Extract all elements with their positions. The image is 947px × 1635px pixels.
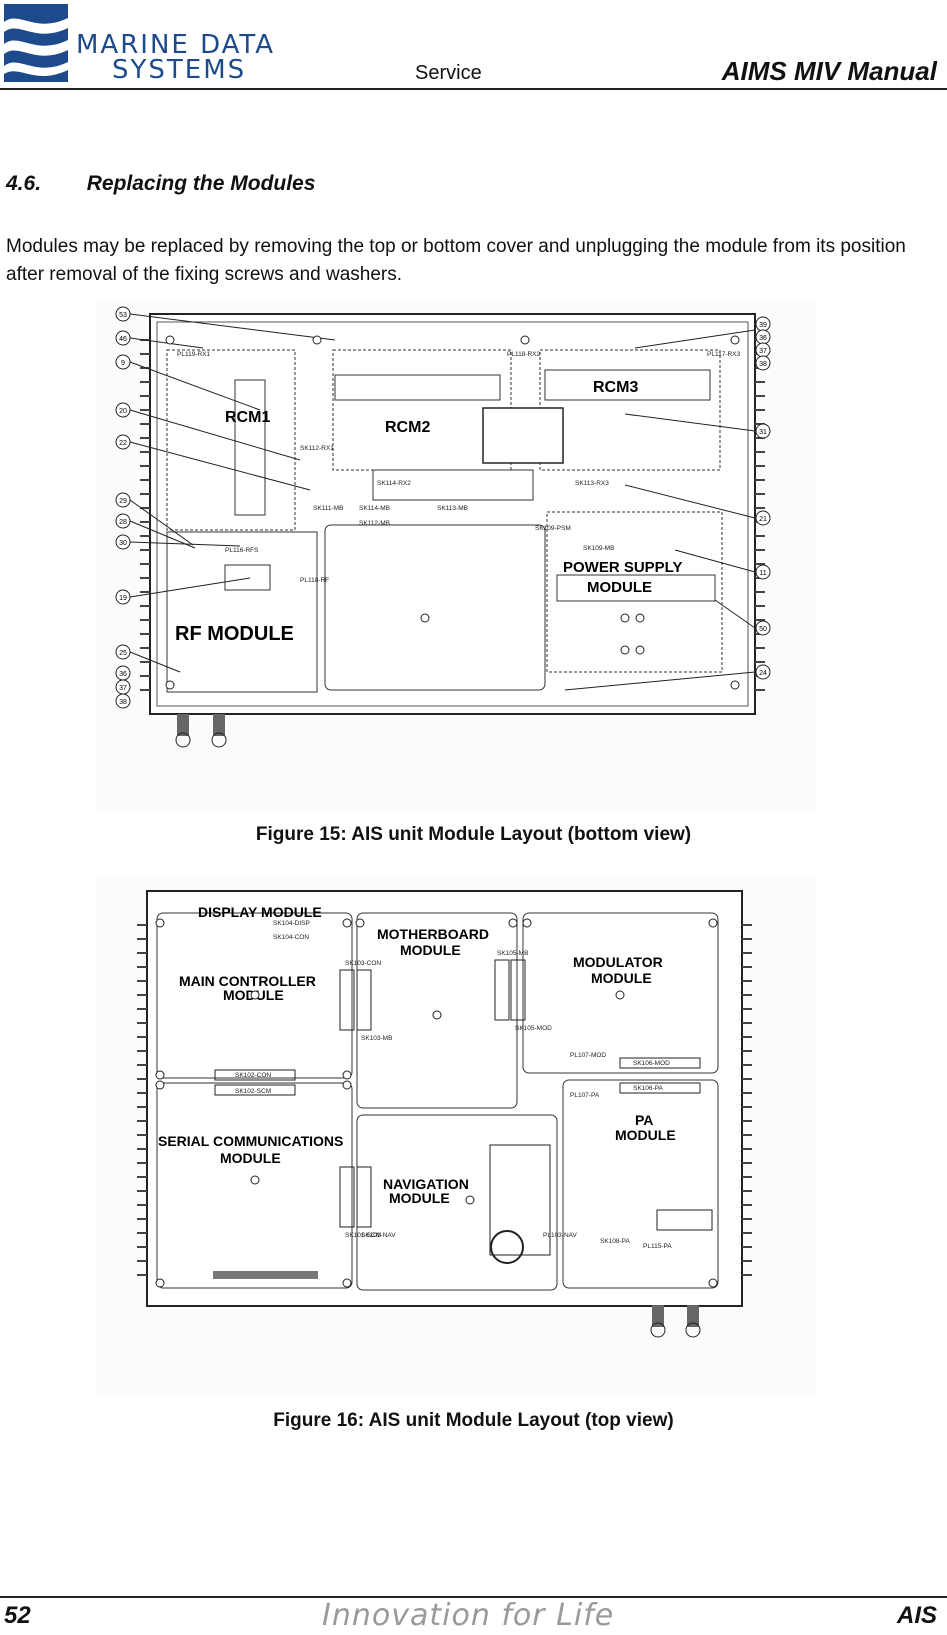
connector-label: PL107-PA (570, 1092, 600, 1099)
callout-label: 46 (119, 336, 127, 343)
callout-label: 37 (119, 685, 127, 692)
modulator-label-1: MODULATOR (573, 954, 663, 970)
callout-label: 53 (119, 312, 127, 319)
callout-label: 30 (119, 540, 127, 547)
page-number: 52 (4, 1602, 31, 1629)
footer-divider (0, 1596, 947, 1598)
pa-label-2: MODULE (615, 1127, 676, 1143)
connector-label: SK103-MB (361, 1035, 392, 1042)
rcm3-label: RCM3 (593, 379, 638, 396)
motherboard-label-2: MODULE (400, 942, 461, 958)
serial-label-1: SERIAL COMMUNICATIONS (158, 1133, 343, 1149)
callouts-right: 39 36 37 38 31 21 11 50 24 (755, 316, 771, 680)
main-controller-label-1: MAIN CONTROLLER (179, 973, 316, 989)
connector-label: SK104-CON (273, 934, 309, 941)
header-divider (0, 88, 947, 90)
footer-product: AIS (896, 1602, 937, 1629)
connector-label: SK112-MB (359, 520, 390, 527)
figure-16-diagram: SK104-DISP SK104-CON SK102-CON SK102-SCM… (95, 875, 815, 1395)
connector-label: PL107-MOD (570, 1052, 606, 1059)
figure-15-diagram: 53 46 9 20 22 29 28 30 19 25 36 37 38 39… (95, 300, 815, 810)
rf-module-label: RF MODULE (175, 623, 294, 645)
callout-label: 38 (759, 361, 767, 368)
section-body: Modules may be replaced by removing the … (6, 236, 906, 285)
connector-label: SK111-MB (313, 505, 343, 512)
callout-label: 21 (759, 516, 767, 523)
modulator-label-2: MODULE (591, 970, 652, 986)
header-manual-title: AIMS MIV Manual (721, 56, 937, 86)
logo-line-1: MARINE DATA (76, 30, 276, 60)
callout-label: 24 (759, 670, 767, 677)
section-heading: 4.6. Replacing the Modules (6, 172, 315, 196)
pa-label-1: PA (635, 1112, 653, 1128)
header-section: Service (415, 62, 482, 84)
navigation-label-2: MODULE (389, 1190, 450, 1206)
connector-label: SK114-MB (359, 505, 390, 512)
callout-label: 37 (759, 348, 767, 355)
connector-labels-top: SK104-DISP SK104-CON SK102-CON SK102-SCM… (235, 920, 672, 1250)
callout-label: 36 (759, 335, 767, 342)
callout-label: 9 (121, 360, 125, 367)
section-title: Replacing the Modules (86, 172, 316, 195)
connector-label: SK101-NAV (361, 1232, 396, 1239)
rcm2-label: RCM2 (385, 419, 430, 436)
footer-tagline: Innovation for Life (322, 1598, 615, 1633)
connector-label: SK112-RX1 (300, 445, 334, 452)
callout-label: 39 (759, 322, 767, 329)
connector-label: PL103-NAV (543, 1232, 578, 1239)
connector-label: SK113-MB (437, 505, 468, 512)
callout-label: 11 (759, 570, 766, 577)
connector-label: SK102-CON (235, 1072, 271, 1079)
callout-label: 19 (119, 595, 127, 602)
company-logo: MARINE DATA SYSTEMS (4, 4, 284, 86)
connector-label: SK109-PSM (535, 525, 571, 532)
connector-labels: SK114-RX2 SK113-RX3 SK114-MB SK113-MB SK… (177, 351, 741, 584)
connector-label: PL115-PA (643, 1243, 672, 1250)
wave-logo-icon (4, 4, 68, 82)
callout-label: 28 (119, 519, 127, 526)
callout-label: 25 (119, 650, 127, 657)
callout-label: 22 (119, 440, 127, 447)
callout-label: 29 (119, 498, 127, 505)
display-module-label: DISPLAY MODULE (198, 904, 322, 920)
connector-label: SK104-DISP (273, 920, 310, 927)
logo-line-2: SYSTEMS (112, 55, 247, 85)
serial-label-2: MODULE (220, 1150, 281, 1166)
callout-label: 50 (759, 626, 767, 633)
connector-label: PL119-RX1 (177, 351, 211, 358)
figure-16-caption: Figure 16: AIS unit Module Layout (top v… (273, 1410, 674, 1431)
callout-label: 20 (119, 408, 127, 415)
connector-label: SK109-MB (583, 545, 614, 552)
callout-label: 36 (119, 671, 127, 678)
connector-label: SK101-SCM (345, 1232, 381, 1239)
connector-label: PL116-RFS (225, 547, 259, 554)
connector-label: SK105-MB (497, 950, 528, 957)
connector-label: SK114-RX2 (377, 480, 411, 487)
connector-label: SK105-MOD (515, 1025, 552, 1032)
callout-label: 38 (119, 699, 127, 706)
callout-label: 31 (759, 429, 767, 436)
figure-15-caption: Figure 15: AIS unit Module Layout (botto… (255, 824, 692, 845)
connector-label: SK108-PA (600, 1238, 631, 1245)
connector-label: SK102-SCM (235, 1088, 271, 1095)
psu-label-2: MODULE (587, 579, 652, 596)
callouts-left: 53 46 9 20 22 29 28 30 19 25 36 37 38 (115, 306, 131, 709)
connector-label: SK106-PA (633, 1085, 664, 1092)
motherboard-label-1: MOTHERBOARD (377, 926, 489, 942)
connector-label: PL118-RX2 (507, 351, 541, 358)
connector-label: SK113-RX3 (575, 480, 609, 487)
connector-label: PL118-RF (300, 577, 329, 584)
navigation-label-1: NAVIGATION (383, 1176, 469, 1192)
connector-label: PL117-RX3 (707, 351, 741, 358)
connector-label: SK103-CON (345, 960, 381, 967)
psu-label-1: POWER SUPPLY (563, 559, 682, 576)
rcm1-label: RCM1 (225, 409, 270, 426)
connector-label: SK106-MOD (633, 1060, 670, 1067)
section-number: 4.6. (6, 172, 42, 195)
